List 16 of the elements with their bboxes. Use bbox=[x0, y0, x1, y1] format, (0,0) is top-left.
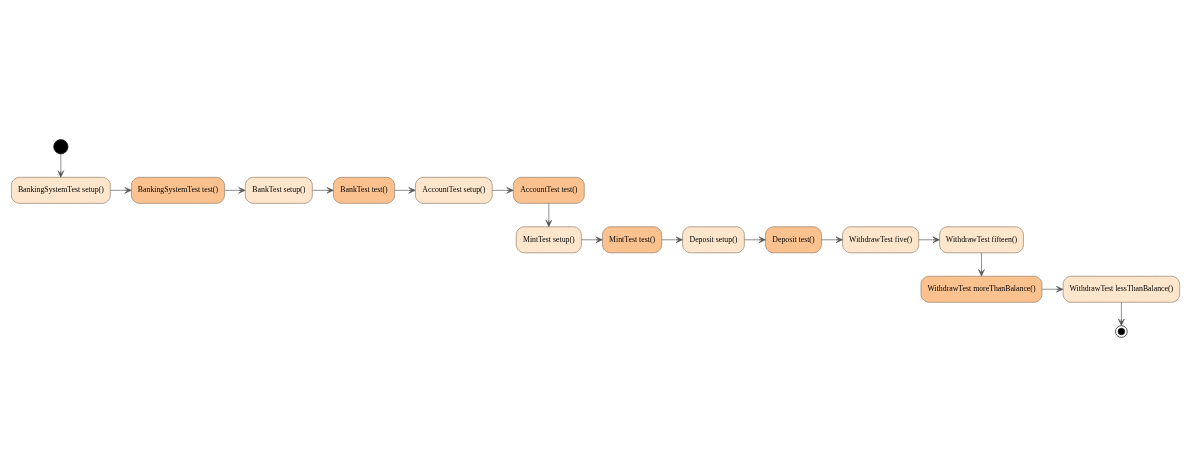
arrow bbox=[744, 236, 766, 243]
arrow bbox=[312, 186, 334, 194]
arrow bbox=[491, 186, 514, 194]
arrow bbox=[224, 186, 246, 194]
arrow bbox=[661, 236, 683, 243]
node-circle bbox=[53, 138, 69, 154]
arrow bbox=[57, 153, 65, 177]
arrow bbox=[581, 236, 603, 243]
arrow bbox=[1041, 285, 1064, 292]
arrow bbox=[1118, 301, 1125, 326]
arrow bbox=[918, 236, 940, 243]
arrow bbox=[545, 202, 553, 227]
arrow bbox=[978, 252, 985, 276]
arrow bbox=[110, 186, 132, 194]
arrow bbox=[821, 236, 843, 243]
arrow bbox=[394, 186, 416, 194]
